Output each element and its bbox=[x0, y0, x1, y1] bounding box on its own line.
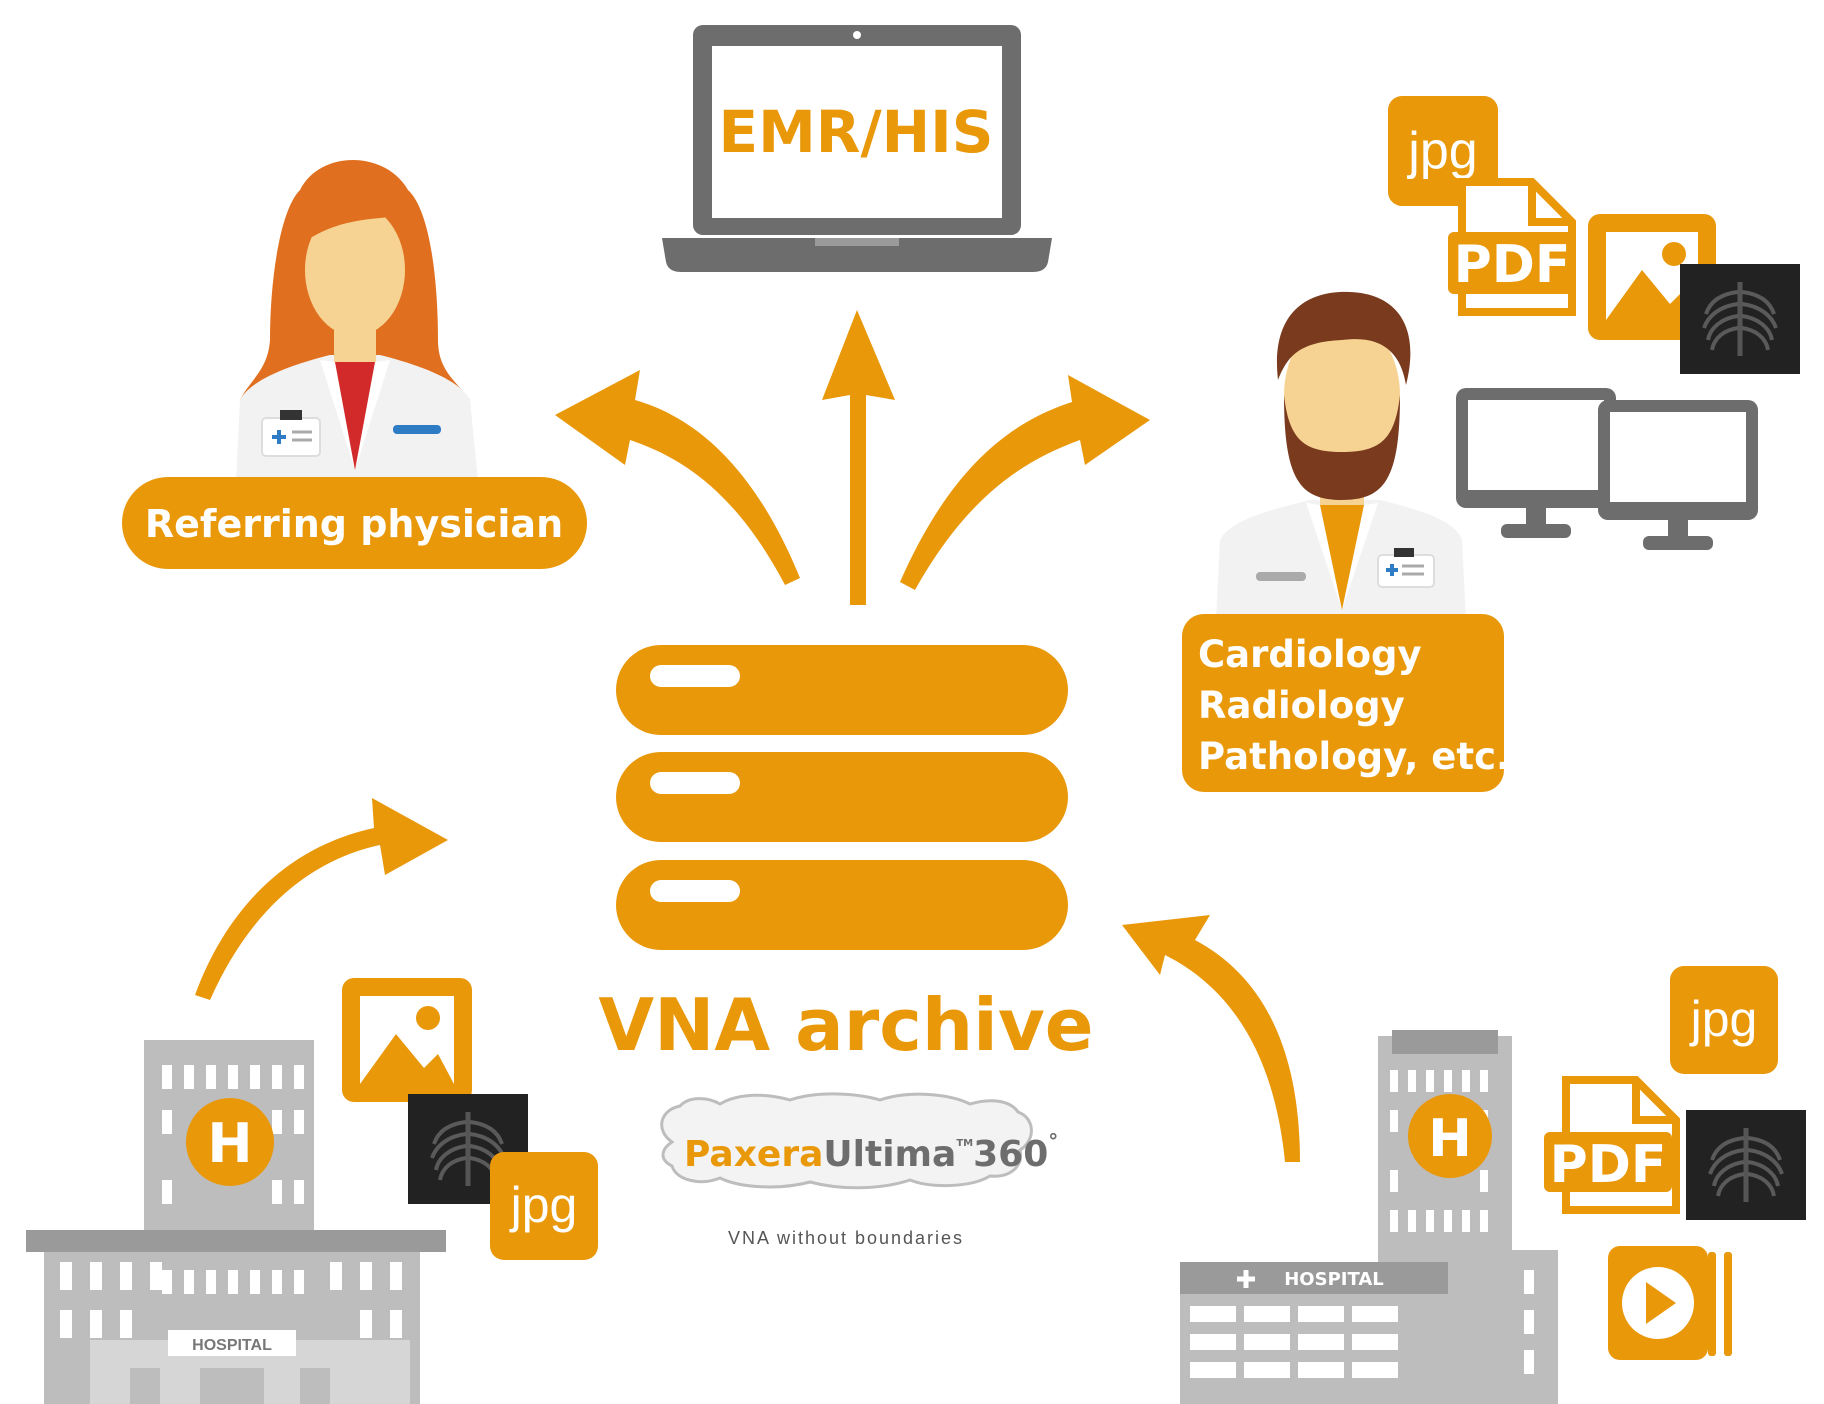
monitor-icon bbox=[1456, 388, 1758, 550]
hospital-icon bbox=[1180, 1030, 1558, 1404]
xray-icon bbox=[1686, 1110, 1806, 1220]
departments-line1: Cardiology bbox=[1198, 633, 1422, 676]
pdf-label-right: PDF bbox=[1550, 1135, 1667, 1195]
logo-cloud bbox=[660, 1092, 1033, 1190]
departments-line2: Radiology bbox=[1198, 684, 1405, 727]
physician-icon bbox=[236, 160, 478, 480]
archive-title: VNA archive bbox=[598, 983, 1093, 1067]
arrow-icon bbox=[195, 310, 1300, 1162]
hospital-left-badge: H bbox=[207, 1112, 252, 1175]
jpg-label-left: jpg bbox=[509, 1177, 578, 1233]
hospital-left-sign: HOSPITAL bbox=[192, 1337, 272, 1354]
jpg-file-icon bbox=[490, 1152, 598, 1260]
database-icon bbox=[616, 645, 1068, 950]
radiologist-icon bbox=[1216, 291, 1466, 620]
hospital-right-sign: HOSPITAL bbox=[1284, 1269, 1384, 1290]
logo-tm: TM bbox=[956, 1138, 973, 1149]
hospital-right-badge: H bbox=[1428, 1109, 1472, 1169]
hospital-icon bbox=[26, 1040, 446, 1404]
jpg-file-icon bbox=[1670, 966, 1778, 1074]
pdf-label-top: PDF bbox=[1454, 235, 1571, 295]
emr-label: EMR/HIS bbox=[718, 98, 993, 166]
logo-degree: ° bbox=[1048, 1129, 1058, 1153]
xray-icon bbox=[1680, 264, 1800, 374]
logo-wordmark: PaxeraUltimaTM360° bbox=[684, 1129, 1058, 1175]
jpg-label-top: jpg bbox=[1406, 122, 1477, 180]
document-icon bbox=[1544, 1080, 1676, 1210]
referring-label: Referring physician bbox=[145, 502, 563, 546]
document-icon bbox=[1448, 182, 1576, 312]
departments-label-box bbox=[1182, 614, 1504, 792]
laptop-icon bbox=[662, 25, 1052, 272]
logo-tagline: VNA without boundaries bbox=[728, 1228, 964, 1248]
departments-line3: Pathology, etc. bbox=[1198, 735, 1510, 778]
referring-label-pill bbox=[122, 477, 587, 569]
logo-part3: 360 bbox=[973, 1134, 1048, 1175]
jpg-label-right: jpg bbox=[1689, 991, 1758, 1047]
logo-part2: Ultima bbox=[823, 1134, 956, 1175]
play-icon bbox=[1608, 1246, 1732, 1360]
logo-part1: Paxera bbox=[684, 1134, 823, 1175]
image-icon bbox=[342, 978, 472, 1102]
